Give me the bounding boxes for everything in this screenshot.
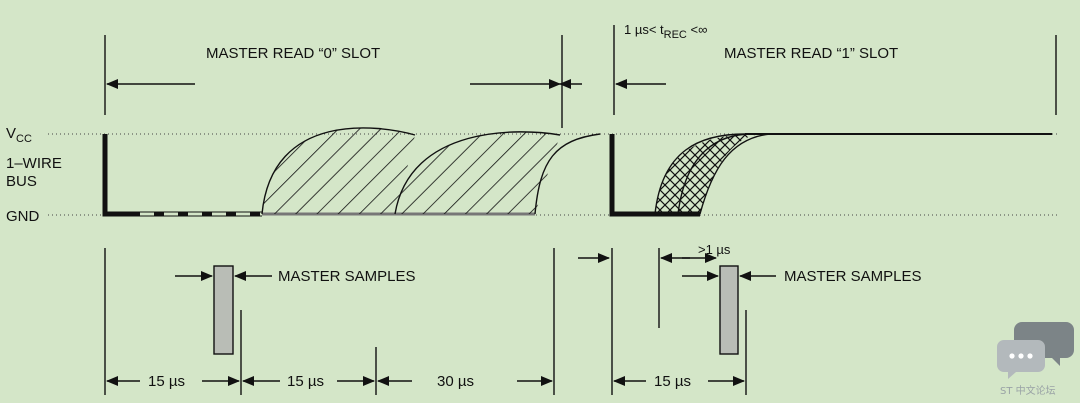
- bus-label-line2: BUS: [6, 173, 37, 190]
- bus-label-line1: 1–WIRE: [6, 155, 62, 172]
- slot0-waveform: [102, 134, 262, 217]
- slot1-time-1: 15 µs: [654, 373, 691, 390]
- slot0-rise-curve-2: [394, 131, 561, 215]
- trec-label: 1 µs< tREC <∞: [624, 22, 707, 41]
- watermark-text: ST 中文论坛: [1000, 384, 1056, 397]
- slot0-rise-curve-1: [261, 127, 416, 215]
- slot1-master-samples: MASTER SAMPLES: [784, 268, 922, 285]
- slot0-rise-curve-3: [534, 133, 601, 215]
- slot1-rise-curve-2: [677, 133, 753, 215]
- slot1-hatched-region: [655, 134, 760, 214]
- slot0-time-3: 30 µs: [437, 373, 474, 390]
- gt1us-label: >1 µs: [698, 242, 731, 257]
- slot1-title: MASTER READ “1” SLOT: [724, 45, 898, 62]
- slot1-rise-curve-3: [699, 133, 771, 215]
- slot1-sample-bar: [719, 265, 739, 355]
- gnd-label: GND: [6, 208, 40, 225]
- slot0-master-samples: MASTER SAMPLES: [278, 268, 416, 285]
- slot0-title: MASTER READ “0” SLOT: [206, 45, 380, 62]
- slot1-rise-curve-1: [654, 133, 746, 215]
- slot0-sample-bar: [213, 265, 234, 355]
- slot0-time-2: 15 µs: [287, 373, 324, 390]
- chat-bubble-icon: [997, 322, 1074, 379]
- slot0-time-1: 15 µs: [148, 373, 185, 390]
- vcc-label: VCC: [6, 125, 32, 145]
